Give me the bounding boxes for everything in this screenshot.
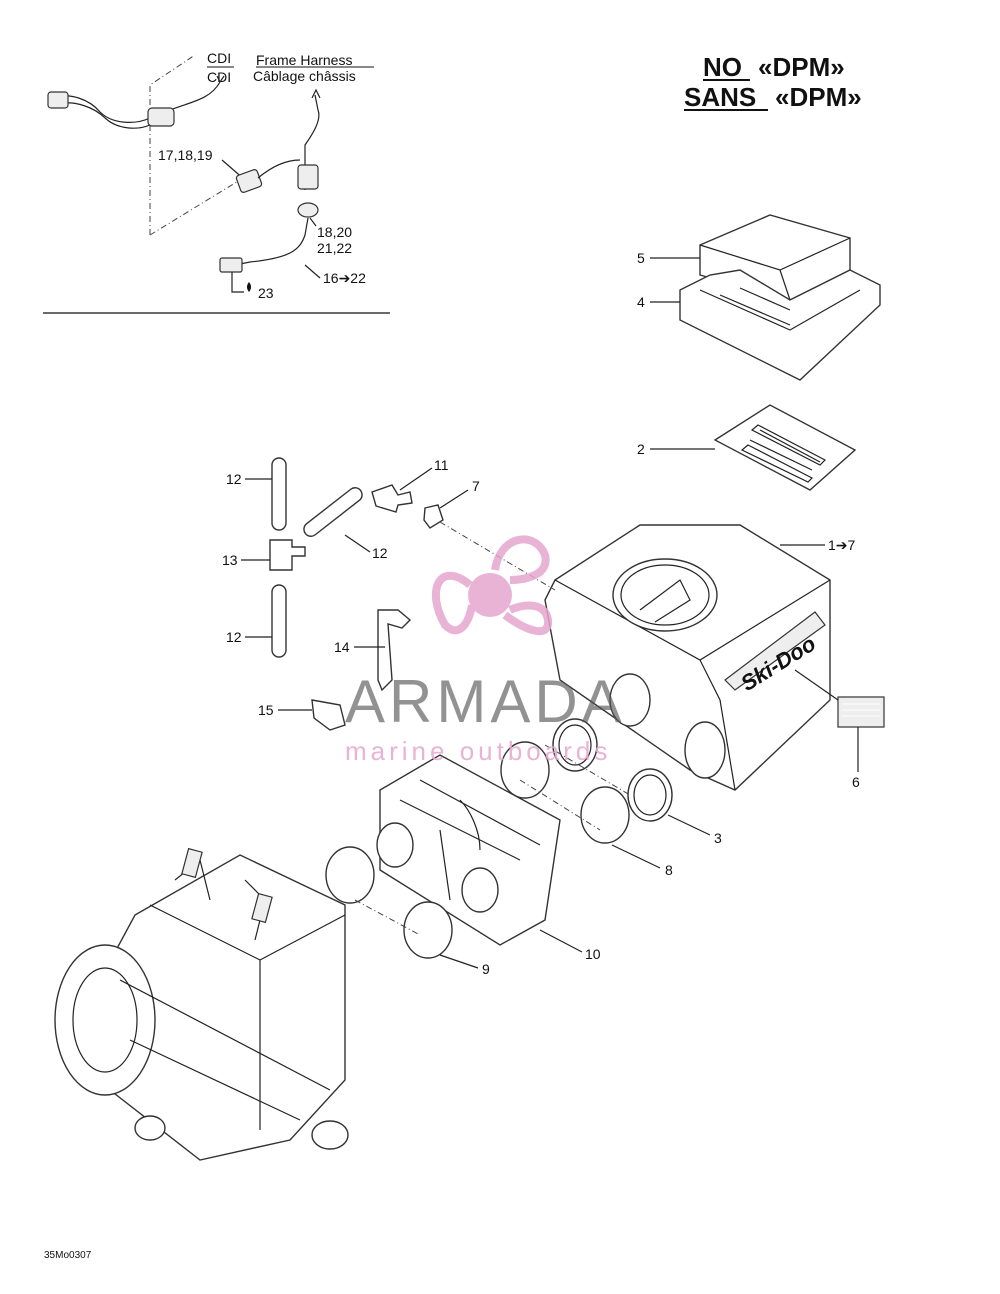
bracket-15 [311, 699, 346, 731]
connector-17 [235, 169, 263, 193]
watermark-propeller-blade [432, 571, 476, 635]
connector-cdi-plug [47, 91, 69, 109]
elbow-fitting-11 [371, 484, 413, 513]
callout-11: 11 [434, 457, 449, 473]
watermark-propeller-hub [468, 573, 512, 617]
cdi-bottom-label: CDI [207, 69, 231, 85]
watermark-brand: ARMADA [345, 668, 626, 735]
connector-frame [297, 164, 319, 190]
callout-16-22: 16➔22 [323, 270, 366, 286]
callout-23: 23 [258, 285, 274, 301]
frame-harness-label: Frame Harness [256, 52, 352, 68]
part-2-plate [713, 404, 857, 491]
part-10-carburetors [376, 754, 561, 946]
fitting-7 [423, 504, 444, 529]
callout-2: 2 [637, 441, 645, 457]
fitting-tubes [269, 457, 444, 731]
part-9-clamps [325, 846, 453, 959]
header-no-label: NO [703, 52, 742, 82]
callout-5: 5 [637, 250, 645, 266]
callout-1-7: 1➔7 [828, 537, 856, 553]
armada-watermark: ARMADA marine outboards [345, 535, 626, 766]
callout-18-20: 18,20 [317, 224, 352, 240]
callout-6: 6 [852, 774, 860, 790]
callout-17-18-19: 17,18,19 [158, 147, 213, 163]
callout-13: 13 [222, 552, 238, 568]
header-sans-label: SANS [684, 82, 756, 112]
tube-12-mid [303, 487, 363, 537]
callout-12-bottom: 12 [226, 629, 242, 645]
tube-12-bottom [271, 584, 287, 658]
tee-fitting-13 [269, 539, 306, 571]
bracket-14 [377, 609, 412, 692]
callout-8: 8 [665, 862, 673, 878]
part-3-boots [552, 718, 673, 822]
callout-21-22: 21,22 [317, 240, 352, 256]
callout-4: 4 [637, 294, 645, 310]
callout-15: 15 [258, 702, 274, 718]
cablage-chassis-label: Câblage châssis [253, 68, 356, 84]
header-dpm-label-fr: «DPM» [775, 82, 862, 112]
callout-14: 14 [334, 639, 350, 655]
callout-10: 10 [585, 946, 601, 962]
callout-12-mid: 12 [372, 545, 388, 561]
part-8-clamps [500, 741, 630, 844]
sensor-23 [219, 257, 243, 273]
figure-code: 35Mo0307 [44, 1250, 92, 1261]
diagram-header: NO «DPM» SANS «DPM» [684, 52, 862, 112]
header-dpm-label: «DPM» [758, 52, 845, 82]
watermark-tagline: marine outboards [345, 736, 611, 766]
connector-18 [297, 202, 319, 218]
callout-7: 7 [472, 478, 480, 494]
cdi-top-label: CDI [207, 50, 231, 66]
callout-12-top: 12 [226, 471, 242, 487]
callout-3: 3 [714, 830, 722, 846]
tube-12-top [271, 457, 287, 531]
callout-9: 9 [482, 961, 490, 977]
wiring-inset: CDI CDI Frame Harness Câblage châssis 17… [43, 50, 390, 314]
connector-cdi-socket [147, 107, 175, 127]
engine-block [54, 847, 349, 1161]
part-4-housing [679, 269, 881, 381]
part-6-decal [837, 696, 885, 728]
part-1-airbox: Ski-Doo [544, 524, 831, 791]
